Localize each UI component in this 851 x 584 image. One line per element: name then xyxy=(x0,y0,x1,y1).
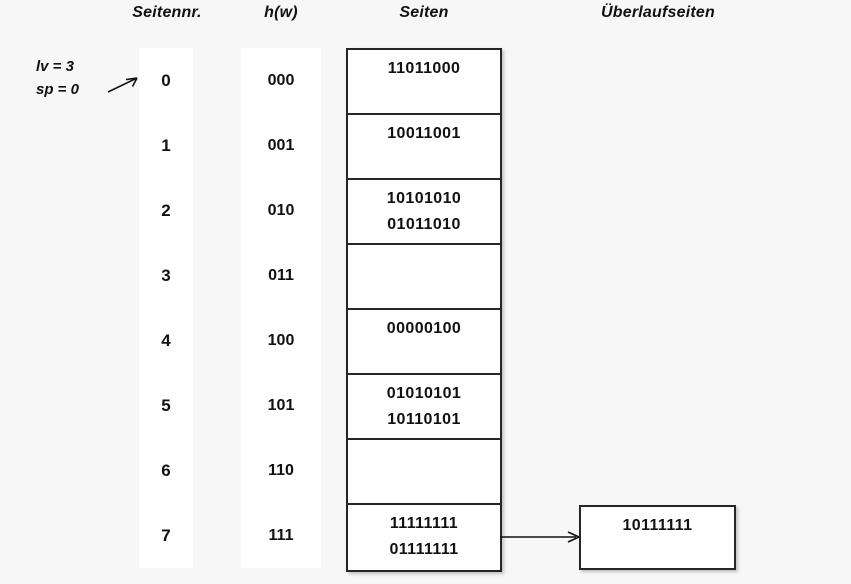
page-bucket-table: 11011000 10011001 10101010 01011010 0000… xyxy=(346,48,502,572)
page-bucket-row: 11111111 01111111 xyxy=(348,505,500,570)
hash-cell: 011 xyxy=(268,267,294,284)
hash-cell: 001 xyxy=(267,137,295,154)
level-value: lv = 3 xyxy=(36,58,74,75)
split-pointer-arrow-icon xyxy=(107,77,138,93)
hash-cell: 010 xyxy=(267,202,295,219)
page-bucket-row: 01010101 10110101 xyxy=(348,375,500,440)
hash-cell: 101 xyxy=(267,397,295,414)
page-bucket-row xyxy=(348,440,500,505)
column-header-ueberlaufseiten: Überlaufseiten xyxy=(601,4,715,21)
overflow-page-box: 10111111 xyxy=(579,505,736,570)
index-cell: 0 xyxy=(161,71,171,90)
page-bucket-row: 10101010 01011010 xyxy=(348,180,500,245)
hash-cell: 000 xyxy=(267,72,295,89)
level-split-annotation: lv = 3 sp = 0 xyxy=(36,55,79,101)
page-bucket-row: 00000100 xyxy=(348,310,500,375)
page-entry: 01011010 xyxy=(387,216,461,233)
page-bucket-row xyxy=(348,245,500,310)
index-cell: 5 xyxy=(161,396,171,415)
index-cell: 2 xyxy=(161,201,171,220)
overflow-page-entry: 10111111 xyxy=(622,517,693,534)
hash-column-strip xyxy=(241,48,321,568)
index-cell: 7 xyxy=(161,526,171,545)
page-entry: 11011000 xyxy=(387,60,461,77)
hash-cell: 110 xyxy=(268,462,294,479)
index-cell: 6 xyxy=(161,461,171,480)
split-pointer-value: sp = 0 xyxy=(36,81,79,98)
hash-cell: 111 xyxy=(268,527,294,544)
page-bucket-row: 11011000 xyxy=(348,50,500,115)
page-entry: 10110101 xyxy=(387,411,461,428)
column-header-hash: h(w) xyxy=(264,4,298,21)
overflow-connector-arrow-icon xyxy=(500,531,580,543)
index-cell: 4 xyxy=(161,331,171,350)
page-entry: 01010101 xyxy=(386,385,462,402)
hash-column: 000 001 010 011 100 101 110 111 xyxy=(241,48,321,568)
index-cell: 1 xyxy=(161,136,171,155)
hash-cell: 100 xyxy=(267,332,295,349)
page-entry: 10011001 xyxy=(387,125,461,142)
page-entry: 00000100 xyxy=(386,320,462,337)
page-entry: 11111111 xyxy=(389,515,459,532)
page-bucket-row: 10011001 xyxy=(348,115,500,180)
index-column-strip xyxy=(139,48,193,568)
index-cell: 3 xyxy=(161,266,171,285)
page-entry: 01111111 xyxy=(389,541,459,558)
column-header-seiten: Seiten xyxy=(399,4,449,21)
page-entry: 10101010 xyxy=(386,190,462,207)
column-header-seitennr: Seitennr. xyxy=(132,4,202,21)
index-column: 0 1 2 3 4 5 6 7 xyxy=(139,48,193,568)
